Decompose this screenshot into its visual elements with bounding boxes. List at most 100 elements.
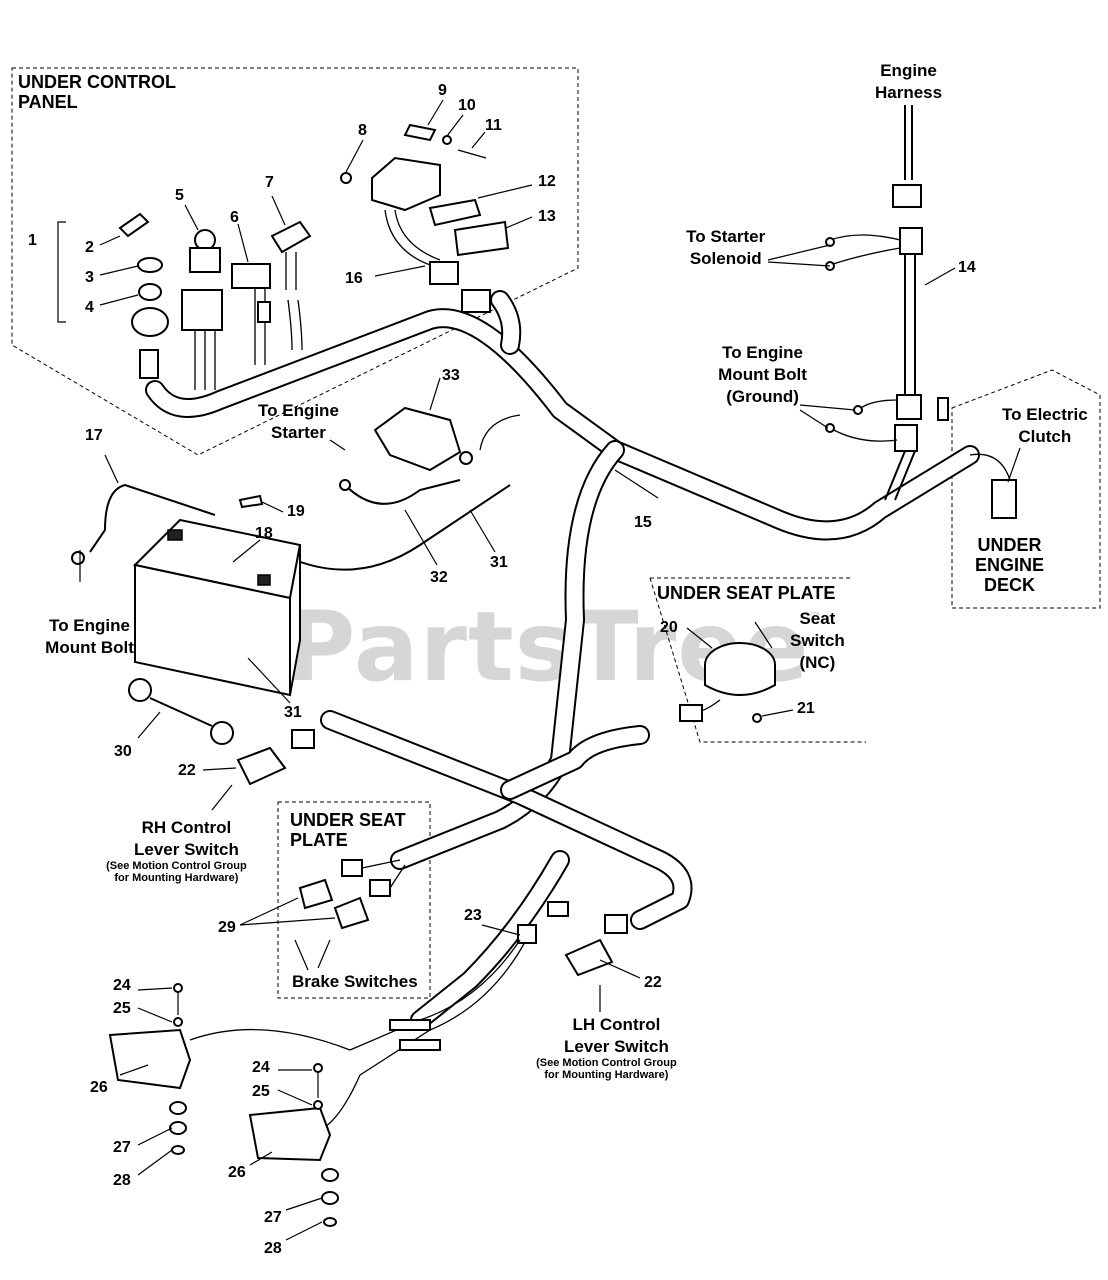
label-line: PLATE [290,830,348,850]
key-switch-assembly [57,212,169,379]
part-number: 4 [85,299,94,316]
region-under-seat-plate-lower-outline [277,801,431,999]
region-under-seat-plate-right-label: UNDER SEAT PLATE [657,583,835,603]
engine-harness-branch [825,105,949,501]
part-number: 28 [264,1240,282,1257]
part-number: 26 [90,1079,108,1096]
part-number: 28 [113,1172,131,1189]
battery [132,518,302,697]
part-number: 21 [797,700,815,717]
part-number: 23 [464,907,482,924]
label-line: Mount Bolt [718,365,807,384]
part-number: 31 [284,704,302,721]
label-line: Seat [799,609,835,628]
part-number: 1 [28,232,37,249]
watermark-trademark: ™ [808,610,822,626]
starter-cable [339,479,461,505]
part-number: 25 [252,1083,270,1100]
label-line: RH Control [142,818,232,837]
part-number: 7 [265,174,274,191]
part-number: 11 [485,117,502,134]
lh-control-lever-switch [547,901,628,977]
label-line: To Engine [49,616,130,635]
label-line: Switch [790,631,845,650]
part-number: 27 [264,1209,282,1226]
part-number: 19 [287,503,305,520]
pto-switch [181,229,223,390]
label-line: To Engine [258,401,339,420]
part-number: 2 [85,239,94,256]
brake-sensor-right [248,1063,339,1227]
brake-sensor-left [108,983,192,1155]
part-number: 15 [634,514,652,531]
part-number: 27 [113,1139,131,1156]
part-number: 30 [114,743,132,760]
part-number: 3 [85,269,94,286]
part-number: 6 [230,209,239,226]
label-line: Lever Switch [564,1037,669,1056]
seat-switch [679,642,776,723]
label-line: Solenoid [690,249,762,268]
rocker-switch [270,220,312,351]
region-label-line: UNDER CONTROL [18,72,176,92]
part-number: 9 [438,82,447,99]
brake-harness [189,924,537,1131]
starter-solenoid [373,406,521,472]
part-number: 16 [345,270,363,287]
part-number: 24 [113,977,131,994]
label-line: UNDER SEAT [290,810,406,830]
part-numbers: 1 2 3 4 5 6 7 8 9 10 11 12 13 14 15 16 1… [28,82,976,1257]
part-number: 8 [358,122,367,139]
label-line: PANEL [18,92,78,112]
part-number: 10 [458,97,476,114]
label-line: Starter [271,423,326,442]
part-number: 17 [85,427,103,444]
label-line: (See Motion Control Group [536,1057,677,1069]
label-line: ENGINE [975,555,1044,575]
main-harness [145,290,980,1030]
part-number: 13 [538,208,556,225]
region-under-control-panel-label: UNDER CONTROL PANEL [18,72,181,112]
leader-lines [79,99,1021,1241]
part-number: 33 [442,367,460,384]
label-line: LH Control [573,1015,661,1034]
label-line: Harness [875,83,942,102]
battery-cable [289,484,511,571]
label-line: Lever Switch [134,840,239,859]
label-line: Clutch [1018,427,1071,446]
part-number: 5 [175,187,184,204]
hour-meter [231,263,271,365]
fuse-block-assembly [340,123,510,313]
part-number: 32 [430,569,448,586]
electric-clutch-lead [969,453,1017,519]
rh-control-lever-switch [236,729,315,786]
label-line: for Mounting Hardware) [544,1069,668,1081]
label-line: Engine [880,61,937,80]
part-number: 29 [218,919,236,936]
part-number: 26 [228,1164,246,1181]
part-number: 18 [255,525,273,542]
label-line: Mount Bolt [45,638,134,657]
region-under-seat-plate-right-outline [649,577,866,743]
label-line: DECK [984,575,1035,595]
part-number: 25 [113,1000,131,1017]
region-under-engine-deck-outline [951,369,1101,609]
part-number: 31 [490,554,508,571]
region-under-control-panel-outline [11,67,579,456]
label-line: (Ground) [726,387,799,406]
label-line: To Electric [1002,405,1088,424]
part-number: 22 [644,974,662,991]
part-number: 12 [538,173,556,190]
